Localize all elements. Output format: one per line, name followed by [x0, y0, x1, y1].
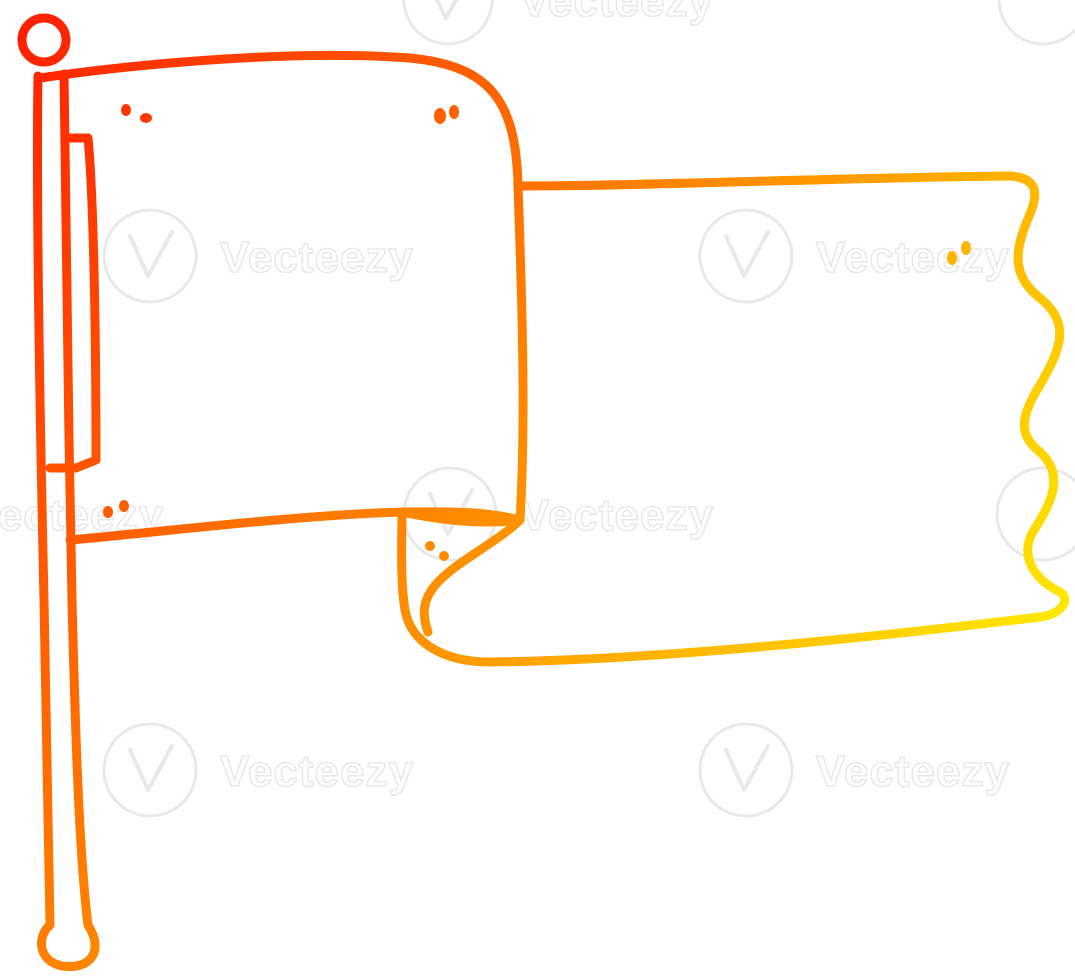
watermark-tile — [995, 466, 1075, 562]
watermark-tile: Vecteezy — [102, 208, 414, 304]
flag-fold-curl — [397, 507, 525, 637]
flag-sparkle-marks — [103, 104, 971, 561]
pole-right-edge — [59, 69, 93, 930]
watermark-tile — [997, 0, 1075, 46]
pole-base — [37, 920, 100, 971]
svg-text:Vecteezy: Vecteezy — [816, 747, 1010, 796]
watermark-tile: Vecteezy — [402, 466, 714, 562]
pole-left-edge — [32, 71, 55, 930]
watermark-layer: Vecteezy Vecteezy Vecteezy Vecteezy Vect… — [0, 0, 1075, 818]
svg-text:Vecteezy: Vecteezy — [520, 491, 714, 540]
watermark-tile: Vecteezy — [402, 0, 714, 46]
svg-text:Vecteezy: Vecteezy — [520, 0, 714, 26]
svg-text:Vecteezy: Vecteezy — [220, 233, 414, 282]
flag-pole — [17, 13, 101, 971]
svg-text:Vecteezy: Vecteezy — [220, 747, 414, 796]
pole-knob — [17, 13, 71, 67]
flag-back-panel — [397, 171, 1070, 667]
watermark-tile: Vecteezy — [102, 722, 414, 818]
flag-front-panel — [35, 50, 528, 545]
watermark-tile: Vecteezy — [698, 722, 1010, 818]
pole-sleeve — [45, 133, 101, 473]
svg-text:Vecteezy: Vecteezy — [816, 233, 1010, 282]
watermark-tile: Vecteezy — [698, 208, 1010, 304]
flag-cloth — [35, 50, 1070, 667]
